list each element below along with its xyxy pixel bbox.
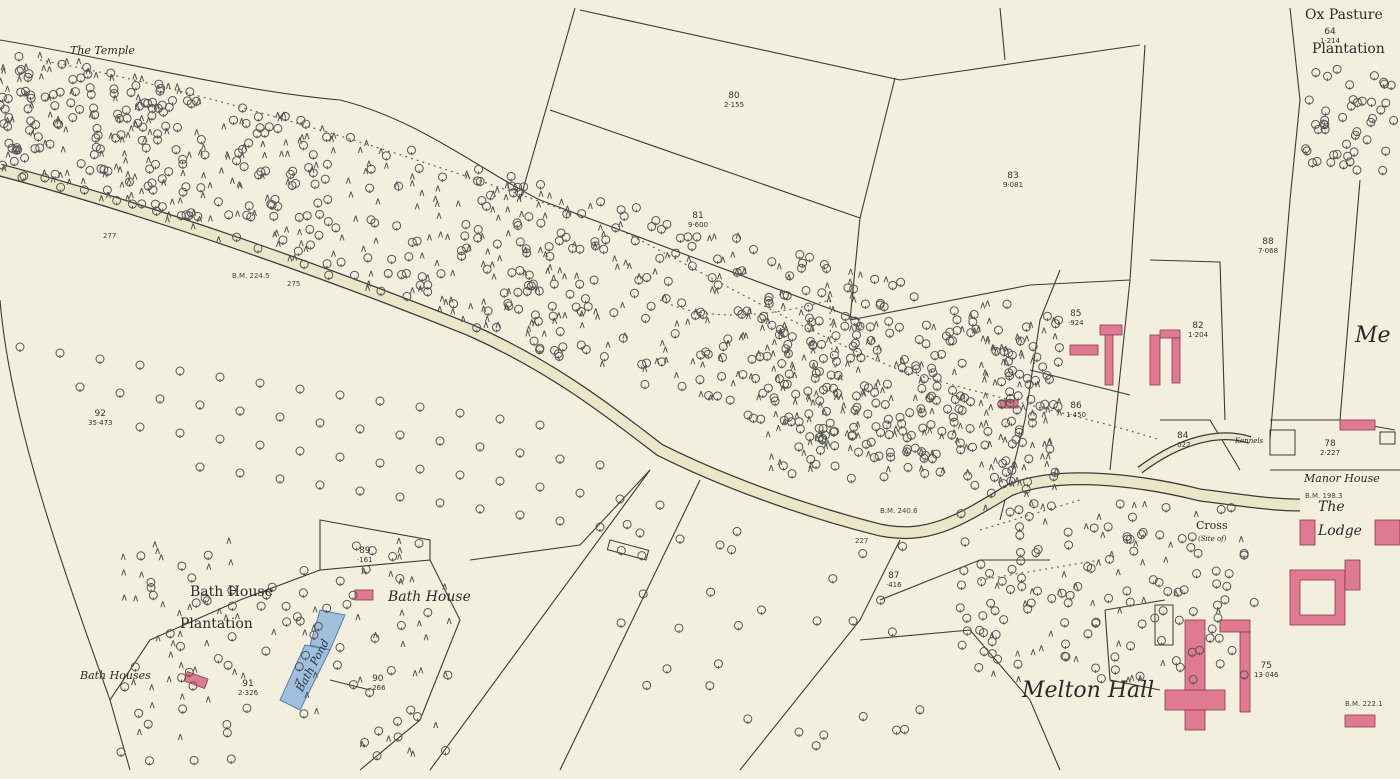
label-bath-house-1: Bath House [190,584,273,600]
benchmark: B.M. 224.5 [232,272,270,280]
label-kennels: Kennels [1235,437,1264,445]
label-cross-site: (Site of) [1198,535,1227,543]
benchmark: 277 [103,232,117,240]
label-manor-house: Manor House [1304,472,1380,485]
label-cross: Cross [1196,519,1228,532]
benchmark: B.M. 222.1 [1345,700,1383,708]
benchmark: B.M. 198.3 [1305,492,1343,500]
bath-pond-water [279,609,346,711]
buildings [183,324,1400,731]
label-plantation-ne: Plantation [1312,41,1385,57]
benchmark: B.M. 240.6 [880,507,918,515]
label-lodge: Lodge [1318,523,1362,539]
benchmark: 275 [287,280,301,288]
parcel-84: 84·022 [1175,431,1191,449]
label-bath-house-plantation: Plantation [180,616,253,632]
label-me: Me [1355,323,1391,348]
parcel-90: 90·266 [370,674,386,692]
parcel-87: 87·416 [886,571,902,589]
label-ox-pasture: Ox Pasture [1305,7,1383,23]
label-the-temple: The Temple [70,44,135,57]
label-bath-house-2: Bath House [388,589,471,605]
label-bath-houses: Bath Houses [80,669,151,682]
parcel-89: 89·161 [357,546,373,564]
benchmark: 227 [855,537,869,545]
parcel-85: 85·924 [1068,309,1084,327]
label-the: The [1318,499,1345,515]
label-melton-hall: Melton Hall [1022,678,1155,703]
